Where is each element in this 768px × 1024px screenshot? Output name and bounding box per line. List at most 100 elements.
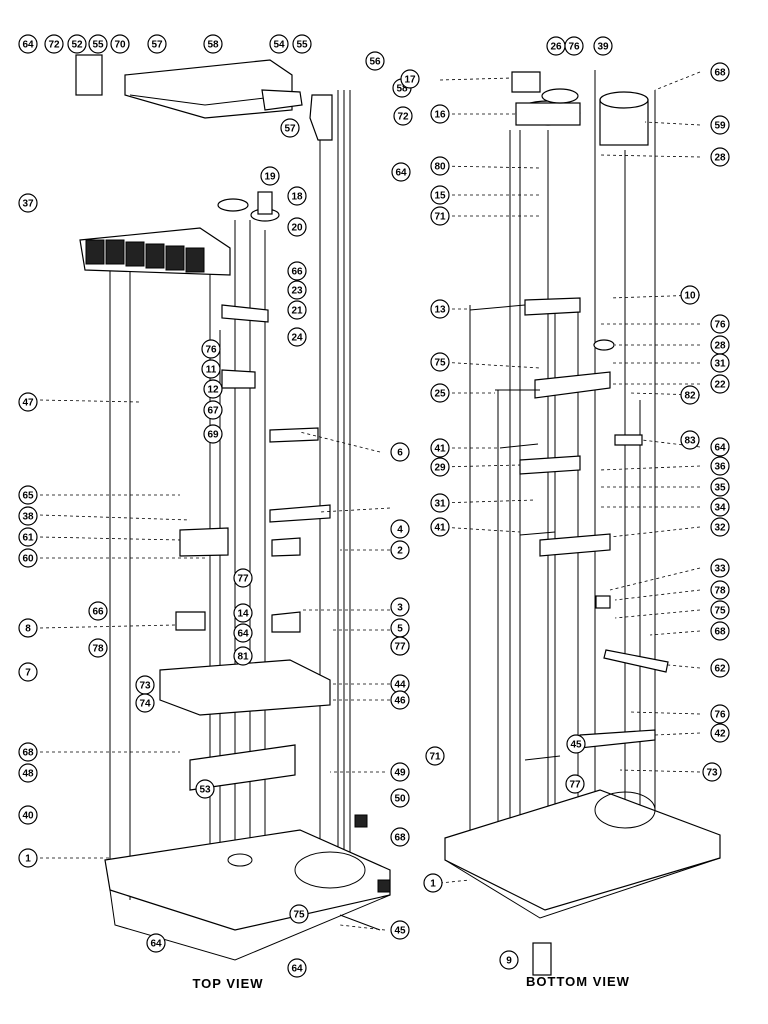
callout-number: 77 — [237, 574, 249, 585]
bottom-view-callout: 29 — [430, 457, 450, 477]
top-view-callout: 8 — [18, 618, 38, 638]
callout-number: 55 — [92, 40, 104, 51]
callout-number: 13 — [434, 305, 446, 316]
callout-number: 18 — [291, 192, 303, 203]
callout-circle — [201, 359, 221, 379]
callout-circle — [710, 115, 730, 135]
bottom-view-callout: 41 — [430, 438, 450, 458]
bottom-view-callout: 75 — [710, 600, 730, 620]
bottom-view-callout: 31 — [430, 493, 450, 513]
top-view-callout: 18 — [287, 186, 307, 206]
callout-circle — [287, 280, 307, 300]
callout-number: 40 — [22, 811, 34, 822]
top-view-callout: 68 — [18, 742, 38, 762]
callout-number: 64 — [22, 40, 34, 51]
callout-number: 61 — [22, 533, 34, 544]
callout-circle — [292, 34, 312, 54]
callout-circle — [147, 34, 167, 54]
bottom-view-callout: 42 — [710, 723, 730, 743]
callout-number: 7 — [25, 668, 31, 679]
bottom-view-callout: 9 — [499, 950, 519, 970]
bottom-view-callout: 15 — [430, 185, 450, 205]
callout-number: 1 — [430, 879, 436, 890]
bottom-view-callout: 77 — [565, 774, 585, 794]
callout-number: 71 — [434, 212, 446, 223]
callout-number: 73 — [139, 681, 151, 692]
bottom-view-callout: 33 — [710, 558, 730, 578]
bottom-view-callout: 75 — [430, 352, 450, 372]
callout-number: 72 — [397, 112, 409, 123]
callout-number: 66 — [92, 607, 104, 618]
top-view-callout: 72 — [44, 34, 64, 54]
bottom-view-callout: 36 — [710, 456, 730, 476]
top-view-callout: 64 — [146, 933, 166, 953]
callout-number: 64 — [291, 964, 303, 975]
callout-number: 8 — [25, 624, 31, 635]
callout-number: 67 — [207, 406, 219, 417]
callout-number: 6 — [397, 448, 403, 459]
callout-circle — [18, 742, 38, 762]
callout-circle — [390, 920, 410, 940]
callout-circle — [390, 762, 410, 782]
callout-number: 80 — [434, 162, 446, 173]
bottom-view-callout: 68 — [710, 621, 730, 641]
callout-circle — [710, 723, 730, 743]
callout-circle — [390, 442, 410, 462]
callout-number: 69 — [207, 430, 219, 441]
callout-number: 45 — [394, 926, 406, 937]
callout-number: 12 — [207, 385, 219, 396]
callout-circle — [287, 327, 307, 347]
callout-number: 55 — [296, 40, 308, 51]
callout-circle — [390, 636, 410, 656]
top-view-callout: 68 — [390, 827, 410, 847]
top-view-callout: 44 — [390, 674, 410, 694]
callout-number: 21 — [291, 306, 303, 317]
top-view-callout: 65 — [18, 485, 38, 505]
callout-number: 50 — [394, 794, 406, 805]
callout-number: 9 — [506, 956, 512, 967]
callout-number: 46 — [394, 696, 406, 707]
bottom-view-callout: 45 — [566, 734, 586, 754]
top-view-callout: 57 — [147, 34, 167, 54]
callout-number: 17 — [404, 75, 416, 86]
bottom-view-callout: 41 — [430, 517, 450, 537]
top-view-callout: 24 — [287, 327, 307, 347]
bottom-view-callout: 83 — [680, 430, 700, 450]
top-view-callout: 38 — [18, 506, 38, 526]
callout-circle — [44, 34, 64, 54]
callout-circle — [564, 36, 584, 56]
callout-number: 41 — [434, 444, 446, 455]
bottom-view-callout: 78 — [710, 580, 730, 600]
top-view-callout: 67 — [203, 400, 223, 420]
callout-circle — [425, 746, 445, 766]
callout-number: 68 — [394, 833, 406, 844]
top-view-callout: 11 — [201, 359, 221, 379]
callout-circle — [287, 261, 307, 281]
callout-number: 53 — [199, 785, 211, 796]
top-view-callout: 49 — [390, 762, 410, 782]
callout-number: 47 — [22, 398, 34, 409]
bottom-view-callout: 76 — [710, 704, 730, 724]
callout-number: 3 — [397, 603, 403, 614]
callout-circle — [710, 558, 730, 578]
top-view-callout: 12 — [203, 379, 223, 399]
callout-number: 73 — [706, 768, 718, 779]
callout-number: 75 — [714, 606, 726, 617]
bottom-view-callout: 73 — [702, 762, 722, 782]
callout-number: 75 — [293, 910, 305, 921]
callout-number: 28 — [714, 153, 726, 164]
callout-number: 64 — [714, 443, 726, 454]
bottom-view-callout: 80 — [430, 156, 450, 176]
callout-number: 64 — [237, 629, 249, 640]
callout-number: 44 — [394, 680, 406, 691]
callout-circle — [710, 621, 730, 641]
top-view-callout: 73 — [135, 675, 155, 695]
callout-number: 59 — [714, 121, 726, 132]
callout-number: 65 — [22, 491, 34, 502]
callout-circle — [269, 34, 289, 54]
top-view-callout: 64 — [18, 34, 38, 54]
bottom-view-callout: 16 — [430, 104, 450, 124]
callout-circle — [430, 299, 450, 319]
callout-circle — [430, 104, 450, 124]
